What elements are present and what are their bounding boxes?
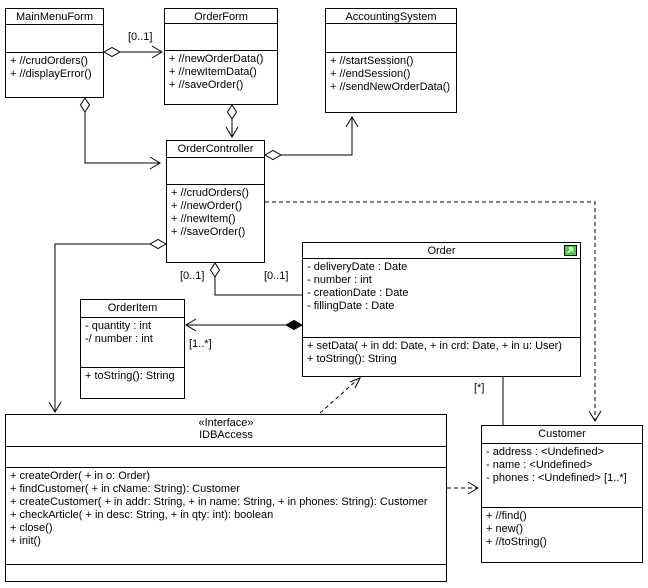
attribute: - name : <Undefined> bbox=[486, 459, 593, 471]
attributes-compartment bbox=[326, 24, 456, 53]
method: + close() bbox=[10, 522, 53, 534]
multiplicity-label: [0..1] bbox=[264, 270, 289, 282]
attributes-compartment bbox=[167, 158, 264, 185]
multiplicity-label: [*] bbox=[474, 382, 485, 394]
class-name: OrderForm bbox=[165, 9, 277, 24]
attribute: - address : <Undefined> bbox=[486, 446, 605, 458]
extra-compartment bbox=[6, 565, 446, 581]
class-box-orderitem[interactable]: OrderItem - quantity : int -/ number : i… bbox=[80, 299, 185, 399]
method: + createOrder( + in o: Order) bbox=[10, 470, 150, 482]
aggregation-mainmenuform-ordercontroller bbox=[79, 97, 161, 170]
method: + findCustomer( + in cName: String): Cus… bbox=[10, 483, 240, 495]
class-box-ordercontroller[interactable]: OrderController + //crudOrders() + //new… bbox=[166, 140, 265, 263]
method: + //newItem() bbox=[171, 213, 236, 225]
method: + //startSession() bbox=[330, 55, 414, 67]
class-box-accountingsystem[interactable]: AccountingSystem + //startSession() + //… bbox=[325, 8, 457, 113]
method: + createCustomer( + in addr: String, + i… bbox=[10, 496, 428, 508]
stereotype-label: «Interface» bbox=[198, 417, 254, 429]
method: + //displayError() bbox=[10, 68, 92, 80]
aggregation-mainmenuform-orderform bbox=[102, 45, 163, 59]
attribute: - quantity : int bbox=[85, 320, 152, 332]
methods-compartment: + setData( + in dd: Date, + in crd: Date… bbox=[303, 338, 580, 376]
attribute: - creationDate : Date bbox=[307, 287, 409, 299]
methods-compartment: + //startSession() + //endSession() + //… bbox=[326, 53, 456, 112]
method: + //newOrder() bbox=[171, 200, 243, 212]
class-name: MainMenuForm bbox=[6, 9, 103, 25]
class-box-idbaccess[interactable]: «Interface» IDBAccess + createOrder( + i… bbox=[5, 414, 447, 582]
method: + //crudOrders() bbox=[171, 187, 249, 199]
attribute: -/ number : int bbox=[85, 333, 153, 345]
link-overlay-icon[interactable] bbox=[564, 245, 577, 256]
aggregation-ordercontroller-accountingsystem bbox=[263, 116, 359, 161]
methods-compartment: + toString(): String bbox=[81, 368, 184, 398]
attributes-compartment bbox=[6, 25, 103, 53]
class-name: OrderItem bbox=[81, 300, 184, 318]
attribute: - deliveryDate : Date bbox=[307, 261, 408, 273]
method: + //newOrderData() bbox=[169, 53, 264, 65]
multiplicity-label: [0..1] bbox=[180, 270, 205, 282]
class-box-orderform[interactable]: OrderForm + //newOrderData() + //newItem… bbox=[164, 8, 278, 105]
method: + setData( + in dd: Date, + in crd: Date… bbox=[307, 340, 562, 352]
method: + //find() bbox=[486, 510, 527, 522]
composition-order-orderitem bbox=[185, 318, 304, 332]
method: + toString(): String bbox=[85, 370, 175, 382]
class-box-customer[interactable]: Customer - address : <Undefined> - name … bbox=[481, 425, 643, 563]
attribute: - fillingDate : Date bbox=[307, 300, 395, 312]
methods-compartment: + //crudOrders() + //newOrder() + //newI… bbox=[167, 185, 264, 262]
class-box-order[interactable]: Order - deliveryDate : Date - number : i… bbox=[302, 242, 581, 377]
class-name: Customer bbox=[482, 426, 642, 444]
methods-compartment: + //newOrderData() + //newItemData() + /… bbox=[165, 51, 277, 104]
attributes-compartment bbox=[165, 24, 277, 51]
class-name: Order bbox=[427, 245, 456, 257]
class-box-mainmenuform[interactable]: MainMenuForm + //crudOrders() + //displa… bbox=[5, 8, 104, 98]
methods-compartment: + //crudOrders() + //displayError() bbox=[6, 53, 103, 97]
methods-compartment: + createOrder( + in o: Order) + findCust… bbox=[6, 468, 446, 565]
method: + //crudOrders() bbox=[10, 55, 88, 67]
method: + init() bbox=[10, 535, 41, 547]
method: + toString(): String bbox=[307, 353, 397, 365]
method: + //newItemData() bbox=[169, 66, 257, 78]
attributes-compartment: - quantity : int -/ number : int bbox=[81, 318, 184, 368]
multiplicity-label: [0..1] bbox=[128, 31, 153, 43]
method: + //saveOrder() bbox=[169, 79, 244, 91]
aggregation-orderform-ordercontroller bbox=[225, 104, 239, 138]
method: + //saveOrder() bbox=[171, 226, 246, 238]
attribute: - phones : <Undefined> [1..*] bbox=[486, 472, 627, 484]
class-name: IDBAccess bbox=[199, 429, 253, 441]
class-name: OrderController bbox=[167, 141, 264, 158]
attributes-compartment: - address : <Undefined> - name : <Undefi… bbox=[482, 444, 642, 508]
attributes-compartment: - deliveryDate : Date - number : int - c… bbox=[303, 259, 580, 338]
method: + //toString() bbox=[486, 536, 547, 548]
dependency-idbaccess-customer bbox=[447, 481, 479, 495]
class-name: AccountingSystem bbox=[326, 9, 456, 24]
method: + //endSession() bbox=[330, 68, 411, 80]
method: + //sendNewOrderData() bbox=[330, 81, 451, 93]
dependency-idbaccess-order bbox=[319, 377, 362, 414]
multiplicity-label: [1..*] bbox=[189, 338, 212, 350]
attributes-compartment bbox=[6, 447, 446, 468]
method: + new() bbox=[486, 523, 523, 535]
attribute: - number : int bbox=[307, 274, 372, 286]
methods-compartment: + //find() + new() + //toString() bbox=[482, 508, 642, 562]
method: + checkArticle( + in desc: String, + in … bbox=[10, 509, 274, 521]
